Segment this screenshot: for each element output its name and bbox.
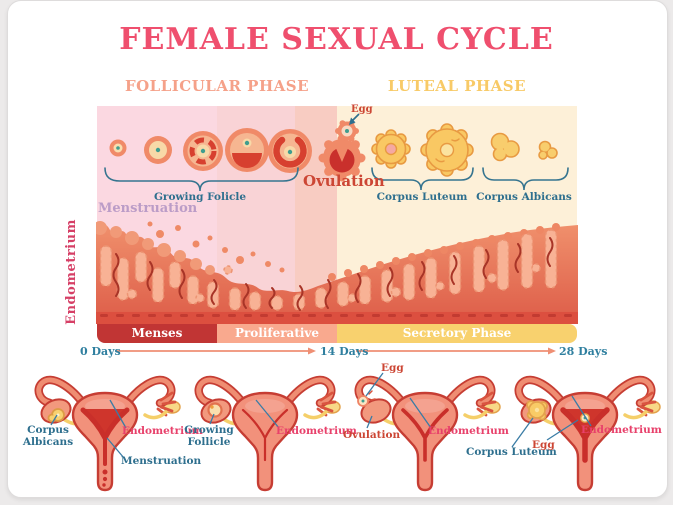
diagram-leader-lines <box>50 372 592 459</box>
secretory-bar: Secretory Phase <box>337 324 577 343</box>
menses-bar: Menses <box>97 324 217 343</box>
timeline-28-days: 28 Days <box>559 345 608 358</box>
d4-endometrium-label: Endometrium <box>581 424 662 436</box>
corpus-albicans-large <box>490 132 520 162</box>
d3-ovulation-label: Ovulation <box>343 429 401 441</box>
d1-endometrium-label: Endometrium <box>122 425 203 437</box>
egg-release-on-ovary <box>357 390 376 407</box>
luteal-phase-header: LUTEAL PHASE <box>387 77 527 95</box>
timeline-0-days: 0 Days <box>80 345 121 358</box>
uterus-diagram-ovulation <box>345 362 505 497</box>
follicle-stage-4 <box>225 128 269 172</box>
brace-icons <box>104 167 569 192</box>
timeline-14-days: 14 Days <box>320 345 369 358</box>
corpus-albicans-small <box>538 140 558 160</box>
basal-layer <box>96 312 578 324</box>
d1-corpus-albicans-label: Corpus Albicans <box>22 424 74 449</box>
menstruation-label: Menstruation <box>98 201 198 216</box>
endometrium-axis-label: Endometrium <box>64 219 79 325</box>
corpus-luteum-label: Corpus Luteum <box>376 191 468 203</box>
uterus-diagram-menstruation <box>25 362 185 497</box>
follicular-phase-header: FOLLICULAR PHASE <box>124 77 310 95</box>
d4-corpus-luteum-label: Corpus Luteum <box>466 446 557 458</box>
spiral-vessels <box>112 237 554 311</box>
d3-endometrium-label: Endometrium <box>428 425 509 437</box>
d2-endometrium-label: Endometrium <box>276 425 357 437</box>
ovulation-follicle <box>318 134 366 182</box>
uterus-diagram-follicular <box>185 362 345 497</box>
ovulation-label: Ovulation <box>303 172 385 190</box>
follicle-stage-5 <box>268 129 312 173</box>
corpus-luteum-small <box>371 129 411 169</box>
follicle-stage-1 <box>109 139 127 157</box>
proliferative-bar: Proliferative Phase <box>217 324 337 359</box>
menstrual-droplets <box>147 221 285 273</box>
endometrium-illustration <box>96 221 578 324</box>
d2-growing-follicle-label: Growing Follicle <box>184 424 234 449</box>
growing-folicle-label: Growing Folicle <box>153 191 247 203</box>
follicle-stage-2 <box>144 136 172 164</box>
corpus-luteum-on-ovary <box>526 400 548 421</box>
follicle-cycle-illustration <box>104 113 569 192</box>
d3-egg-label: Egg <box>381 362 404 374</box>
d1-menstruation-label: Menstruation <box>121 455 202 467</box>
corpus-luteum-large <box>420 123 474 177</box>
timeline-axis <box>116 347 556 355</box>
gland-pills <box>99 229 558 311</box>
egg-label: Egg <box>351 104 373 115</box>
d4-egg-label: Egg <box>532 439 555 451</box>
page-title: FEMALE SEXUAL CYCLE <box>119 22 554 57</box>
tissue-scallops <box>328 223 560 281</box>
shedding-chunks <box>96 221 215 275</box>
follicle-stage-3 <box>183 131 223 171</box>
egg-arrow-icon <box>349 113 360 125</box>
growing-follicle-on-ovary <box>207 402 223 418</box>
basal-dashes <box>100 314 572 317</box>
corpus-albicans-label: Corpus Albicans <box>476 191 572 203</box>
